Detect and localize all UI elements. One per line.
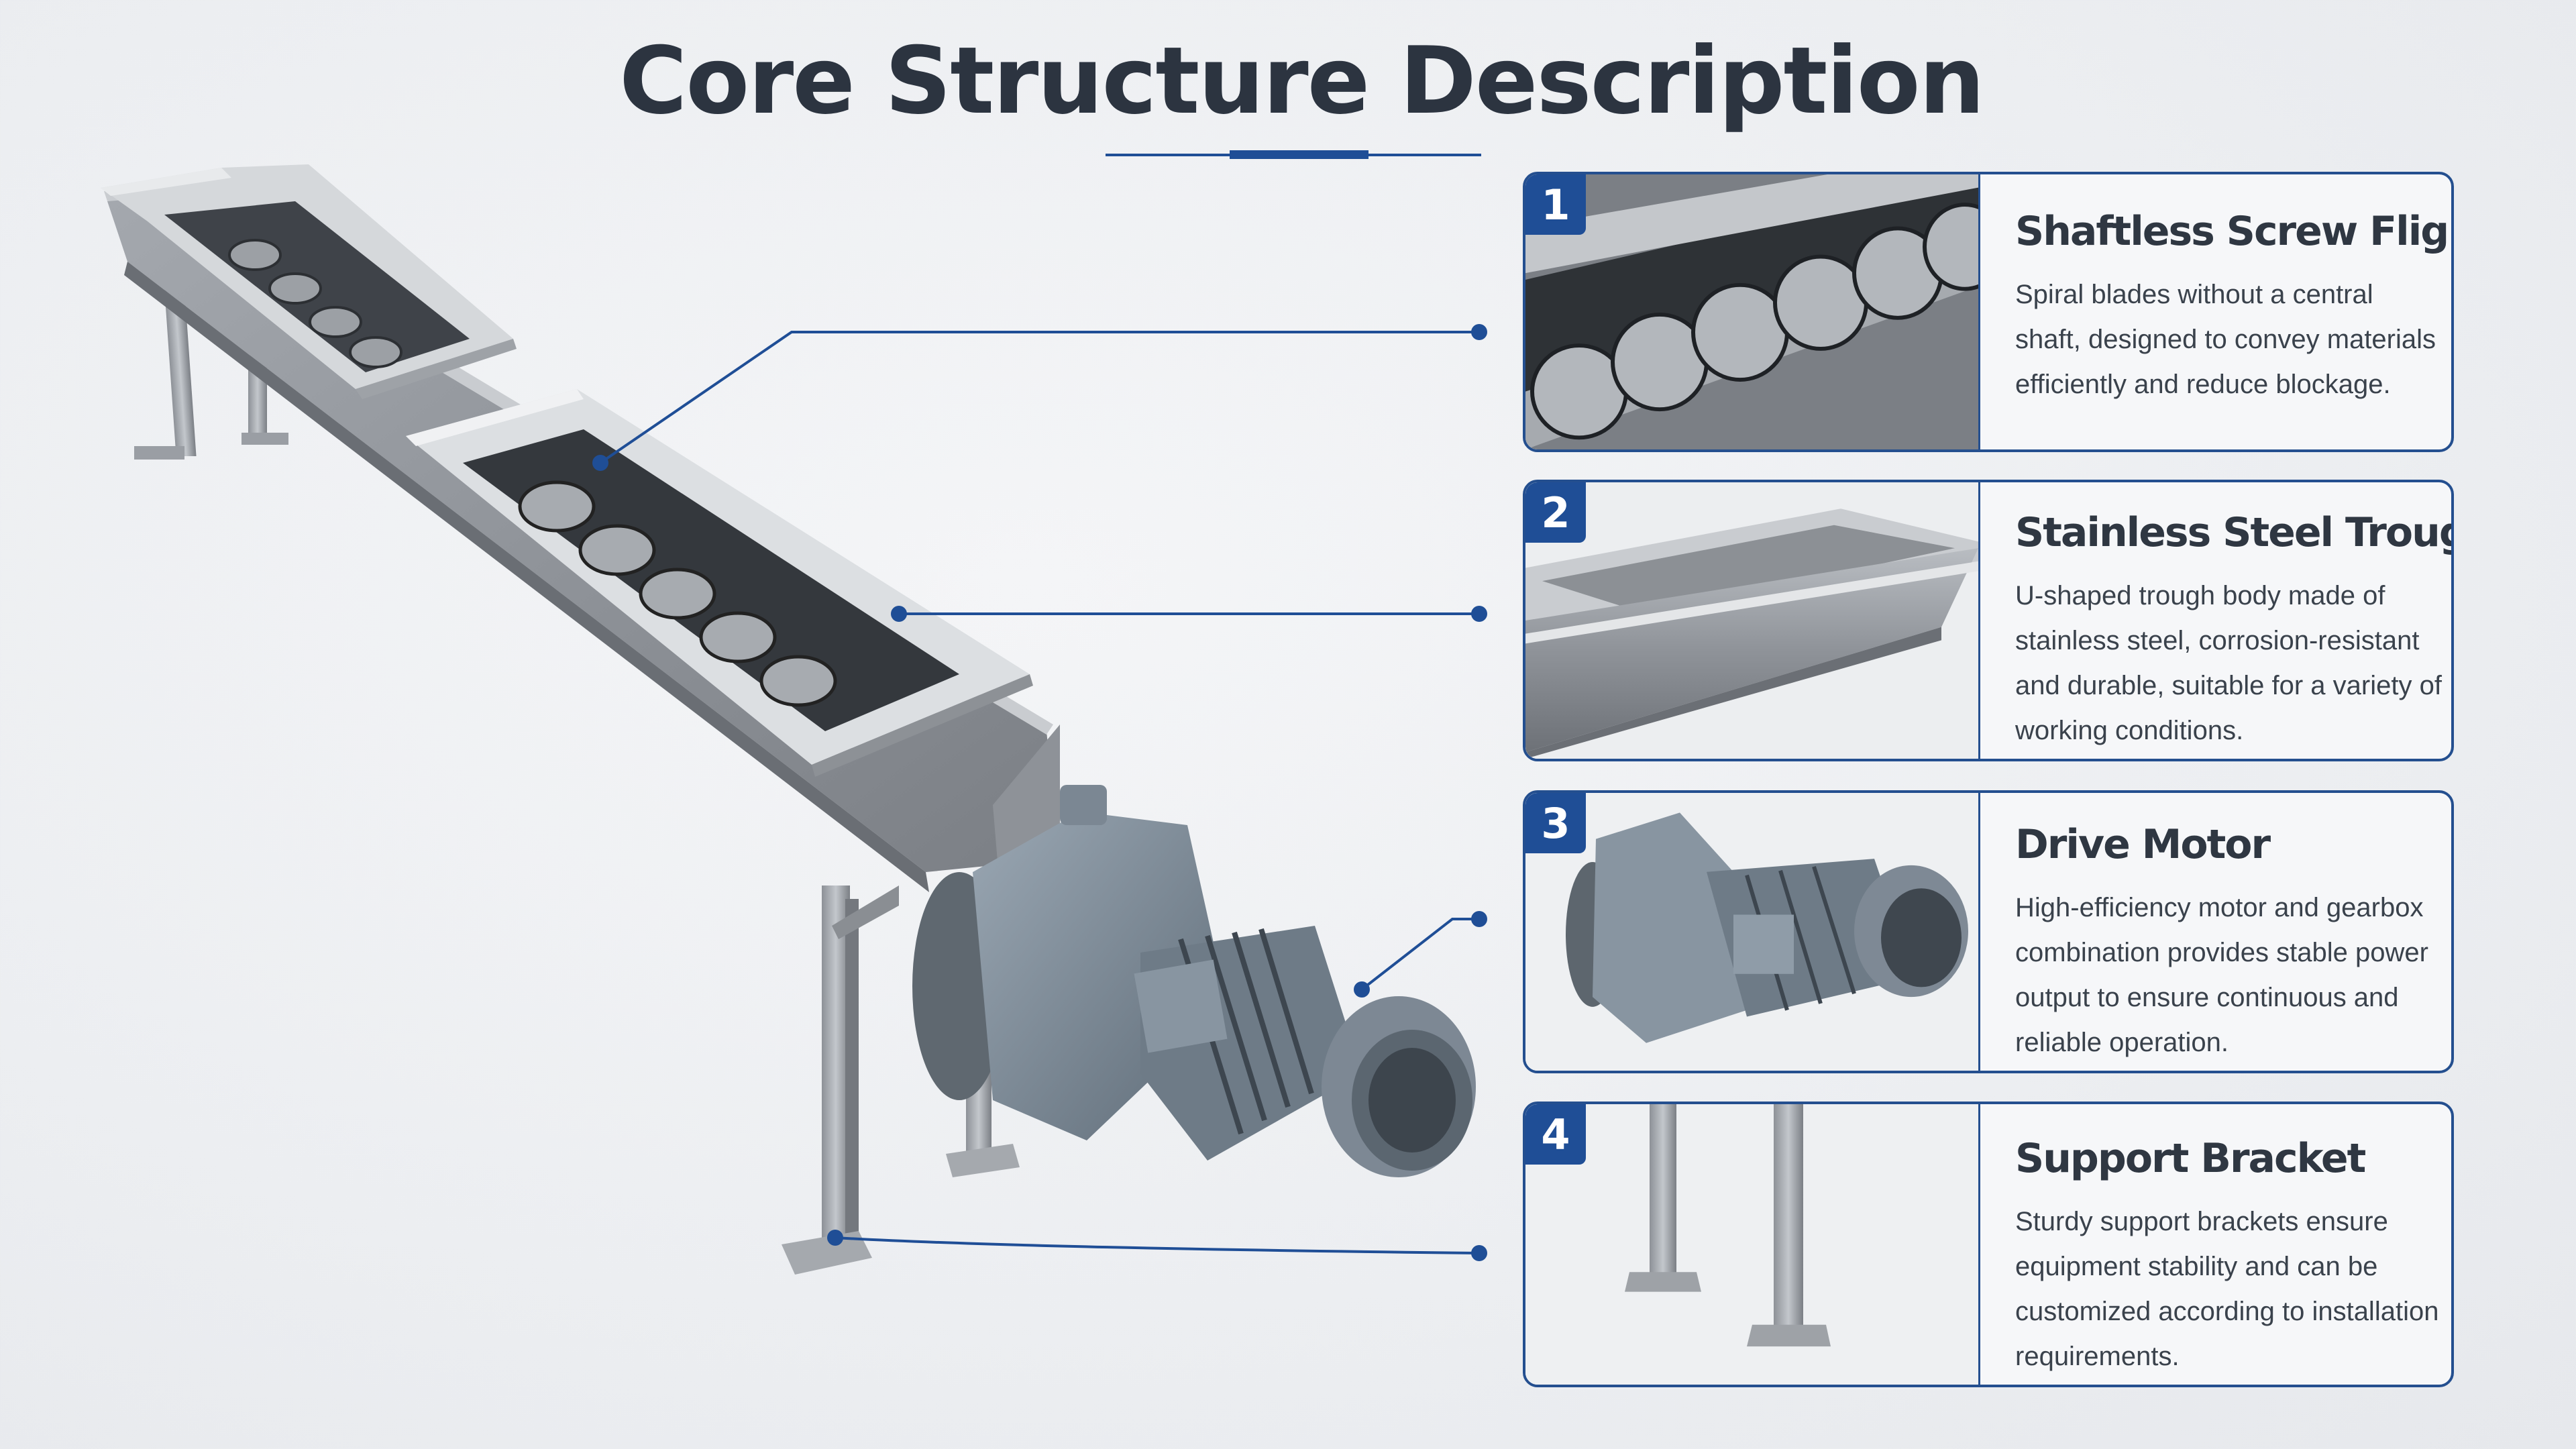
component-number-badge: 3 xyxy=(1525,793,1586,853)
drive-motor-image xyxy=(1525,793,1980,1071)
component-number-badge: 1 xyxy=(1525,174,1586,235)
component-card-1: 1 Shaftless Screw Flights Spiral blades … xyxy=(1523,172,2454,452)
front-inlet-hopper xyxy=(406,389,1033,777)
drive-motor xyxy=(912,785,1476,1177)
title-divider-accent xyxy=(1230,150,1368,159)
support-bracket-image xyxy=(1525,1104,1980,1385)
back-inlet-hopper xyxy=(101,164,517,399)
callout-dots xyxy=(592,324,1487,1261)
component-number-badge: 4 xyxy=(1525,1104,1586,1165)
screw-conveyor-illustration xyxy=(101,164,1487,1275)
component-title: Stainless Steel Trough xyxy=(2015,509,2454,556)
component-description: Sturdy support brackets ensure equipment… xyxy=(2015,1207,2439,1371)
component-number-badge: 2 xyxy=(1525,482,1586,543)
screw-flights-image xyxy=(1525,174,1980,449)
front-legs xyxy=(782,885,1020,1275)
callout-leaders xyxy=(599,331,1480,1254)
steel-trough-image xyxy=(1525,482,1980,759)
component-card-4: 4 Support Bracket Sturdy support bracket… xyxy=(1523,1102,2454,1387)
component-card-3: 3 Drive Motor High-efficiency motor and … xyxy=(1523,790,2454,1073)
component-description: Spiral blades without a central shaft, d… xyxy=(2015,280,2436,399)
component-description: U-shaped trough body made of stainless s… xyxy=(2015,581,2442,745)
page-title: Core Structure Description xyxy=(619,27,1985,135)
component-title: Support Bracket xyxy=(2015,1135,2366,1182)
component-title: Drive Motor xyxy=(2015,821,2271,868)
component-title: Shaftless Screw Flights xyxy=(2015,208,2451,255)
component-card-2: 2 Stainless Steel Trough U-shaped trough… xyxy=(1523,480,2454,761)
component-description: High-efficiency motor and gearbox combin… xyxy=(2015,893,2428,1057)
